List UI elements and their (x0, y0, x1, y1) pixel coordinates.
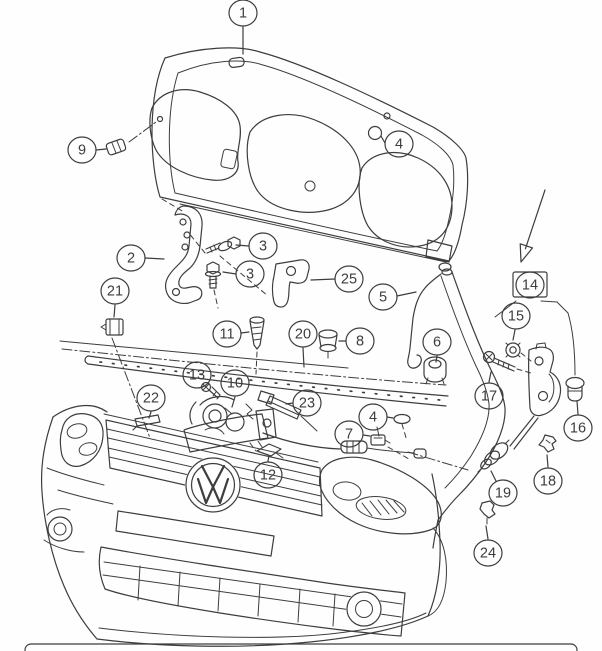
plug-4 (393, 413, 411, 442)
callout-6: 6 (422, 328, 452, 363)
highlight-box (512, 271, 548, 298)
callout-25: 25 (310, 265, 364, 293)
svg-text:19: 19 (495, 486, 511, 502)
svg-text:7: 7 (345, 427, 353, 443)
callout-22: 22 (136, 384, 166, 419)
grommet-16 (565, 376, 585, 402)
svg-text:17: 17 (481, 389, 497, 405)
callout-1: 1 (228, 0, 258, 55)
callout-12: 12 (253, 455, 283, 489)
callout-13: 13 (182, 361, 212, 389)
svg-text:10: 10 (227, 376, 243, 392)
svg-text:14: 14 (522, 278, 538, 294)
buffer-8 (318, 329, 338, 359)
hood-panel (149, 47, 469, 276)
svg-text:5: 5 (379, 290, 387, 306)
highlight-arrow-shaft (524, 189, 546, 250)
car-front (40, 404, 447, 647)
svg-text:3: 3 (259, 239, 267, 255)
cowl-seal-strip (59, 340, 449, 407)
svg-text:20: 20 (295, 327, 311, 343)
part-7 (370, 426, 410, 460)
svg-text:9: 9 (78, 143, 86, 159)
callout-14: 14 (515, 271, 545, 299)
svg-text:3: 3 (246, 267, 254, 283)
callout-5: 5 (368, 283, 417, 311)
callout-16: 16 (563, 400, 593, 442)
svg-text:13: 13 (189, 368, 205, 384)
callout-8: 8 (338, 327, 375, 355)
highlight-arrow-head (519, 243, 534, 263)
grommet-6 (423, 356, 447, 385)
callout-4: 4 (380, 130, 414, 158)
callout-4: 4 (358, 403, 394, 431)
callout-10: 10 (220, 369, 250, 408)
screw-17 (482, 350, 532, 374)
svg-text:25: 25 (341, 272, 357, 288)
hinge-right (509, 342, 562, 450)
svg-text:18: 18 (540, 474, 556, 490)
callout-20: 20 (288, 320, 318, 368)
screw-3-upper (187, 231, 269, 297)
hinge-left (161, 198, 203, 305)
svg-text:1: 1 (239, 6, 247, 22)
svg-text:12: 12 (260, 468, 276, 484)
bolt-9 (105, 121, 157, 156)
callout-23: 23 (285, 389, 322, 417)
clip-24 (479, 500, 496, 525)
highlight-layer (512, 189, 548, 298)
vw-logo-ring (185, 457, 241, 513)
svg-text:16: 16 (570, 421, 586, 437)
svg-text:8: 8 (356, 334, 364, 350)
fender-right (407, 271, 506, 549)
svg-text:11: 11 (219, 327, 234, 343)
svg-text:22: 22 (143, 391, 159, 407)
bottom-bar (24, 643, 578, 651)
svg-text:15: 15 (508, 309, 524, 325)
cable-end-23 (257, 390, 318, 432)
callout-24: 24 (473, 525, 503, 567)
svg-text:4: 4 (369, 410, 377, 426)
callout-19: 19 (488, 470, 518, 507)
buffer-19 (477, 439, 510, 473)
bolt-3-lower (204, 261, 222, 309)
callout-11: 11 (212, 320, 250, 348)
bracket-25 (271, 259, 310, 308)
hood-latch-10 (183, 395, 277, 453)
svg-text:6: 6 (433, 335, 441, 351)
callout-17: 17 (474, 371, 504, 410)
prop-rod-5 (407, 273, 442, 369)
callout-7: 7 (334, 420, 371, 448)
clip-18 (538, 434, 557, 453)
svg-text:2: 2 (127, 251, 135, 267)
callout-18: 18 (533, 454, 563, 495)
callout-21: 21 (100, 277, 130, 318)
svg-text:23: 23 (299, 396, 315, 412)
svg-text:24: 24 (480, 546, 496, 562)
vw-logo-w (196, 477, 230, 505)
callout-3: 3 (222, 260, 265, 288)
svg-text:4: 4 (395, 137, 403, 153)
screw-11 (249, 316, 265, 375)
callout-15: 15 (501, 302, 531, 341)
clip-12 (256, 440, 284, 459)
callout-9: 9 (67, 136, 107, 164)
nut-15 (505, 342, 532, 362)
svg-text:21: 21 (107, 284, 123, 300)
callout-2: 2 (116, 244, 165, 272)
callout-3: 3 (235, 232, 278, 260)
